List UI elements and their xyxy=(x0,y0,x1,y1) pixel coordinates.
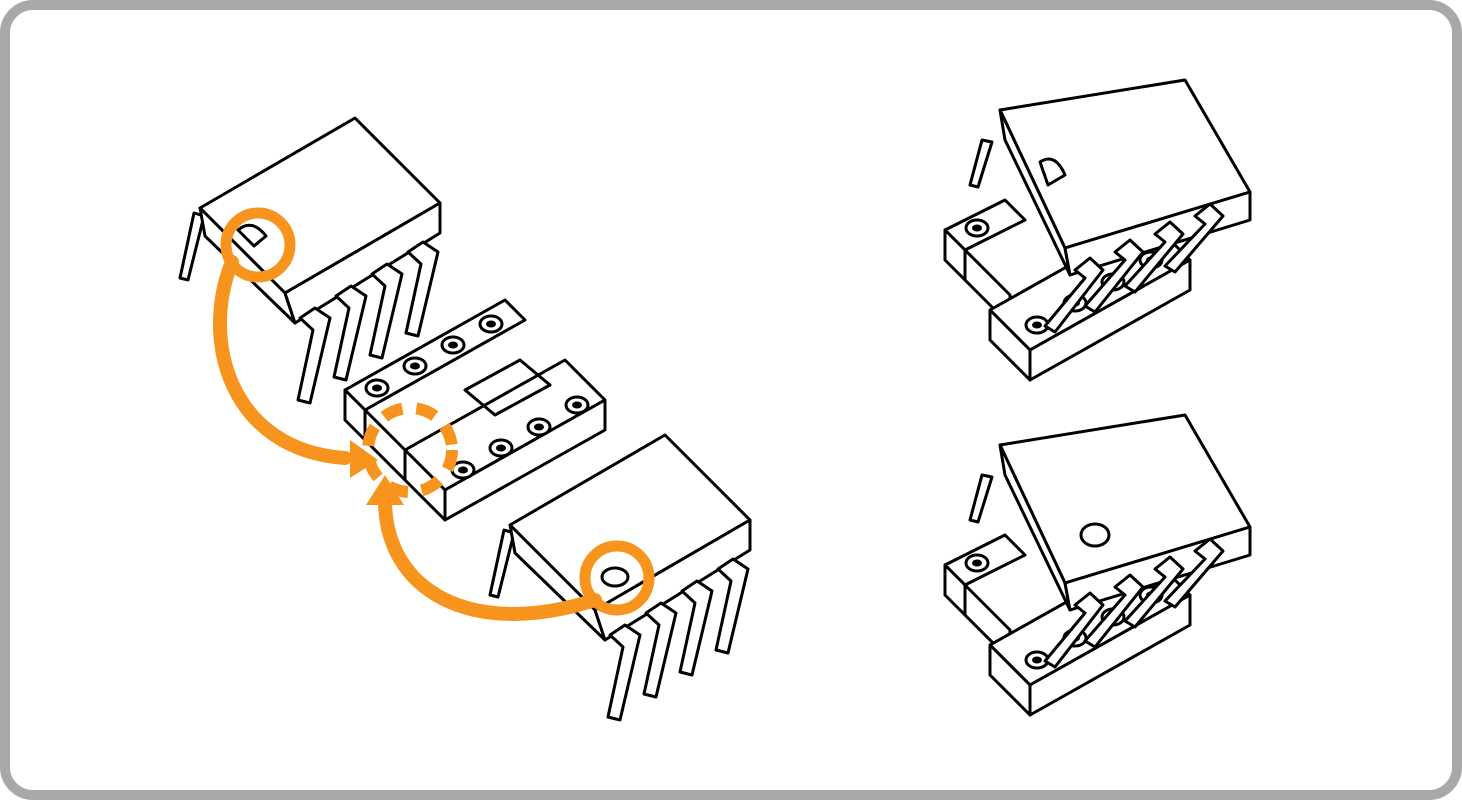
right-top-assembly xyxy=(943,78,1252,382)
arrow-head-top xyxy=(350,440,378,478)
socket-notch-dashed-circle xyxy=(362,402,458,498)
ic-chip-bottom xyxy=(488,433,752,722)
arrow-dot-to-socket xyxy=(378,493,602,621)
arrow-notch-to-socket xyxy=(213,255,352,465)
dot-highlight-circle xyxy=(579,540,655,616)
right-bottom-assembly xyxy=(943,413,1252,717)
left-panel-orientation xyxy=(178,116,752,722)
arrow-head-bottom xyxy=(366,475,404,505)
orientation-highlights xyxy=(213,207,655,621)
ic-chip-top xyxy=(178,116,442,405)
notch-highlight-circle xyxy=(220,207,296,283)
